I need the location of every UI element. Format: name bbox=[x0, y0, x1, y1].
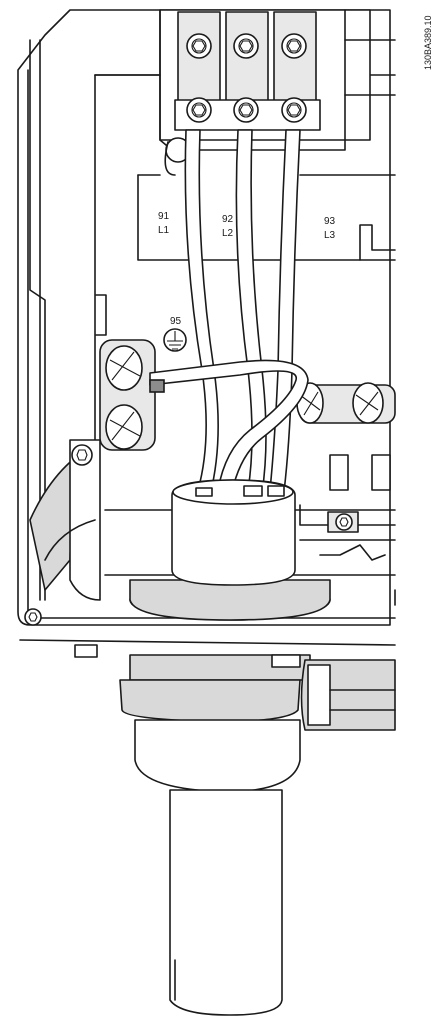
right-features bbox=[296, 382, 396, 561]
figure-id: 130BA389.10 bbox=[423, 15, 433, 70]
ground-screw-icon bbox=[352, 382, 384, 424]
label-panel bbox=[137, 137, 396, 261]
screw-icon bbox=[233, 33, 259, 59]
screw-icon bbox=[71, 444, 93, 466]
cable-gland bbox=[129, 479, 331, 621]
screw-icon bbox=[335, 513, 353, 531]
terminal-screws bbox=[186, 33, 307, 123]
terminal-phase-l3: L3 bbox=[324, 230, 336, 241]
mains-wires bbox=[184, 129, 301, 496]
terminal-number-l3: 93 bbox=[324, 216, 336, 227]
conduit bbox=[74, 644, 311, 1016]
terminal-number-l1: 91 bbox=[158, 211, 170, 222]
screw-icon bbox=[233, 97, 259, 123]
ground-terminal-number: 95 bbox=[170, 316, 182, 327]
left-bracket bbox=[29, 439, 101, 601]
screw-icon bbox=[24, 608, 42, 626]
ground-symbol-icon bbox=[163, 328, 187, 352]
terminal-phase-l2: L2 bbox=[222, 228, 234, 239]
screw-icon bbox=[186, 33, 212, 59]
screw-icon bbox=[281, 97, 307, 123]
ground-screw-icon bbox=[105, 404, 143, 450]
screw-icon bbox=[281, 33, 307, 59]
side-gland bbox=[300, 659, 396, 731]
wire-ends bbox=[195, 485, 285, 497]
screw-icon bbox=[186, 97, 212, 123]
terminal-phase-l1: L1 bbox=[158, 225, 170, 236]
terminal-number-l2: 92 bbox=[222, 214, 234, 225]
ground-clamp bbox=[24, 339, 156, 626]
ground-screw-icon bbox=[105, 345, 143, 391]
